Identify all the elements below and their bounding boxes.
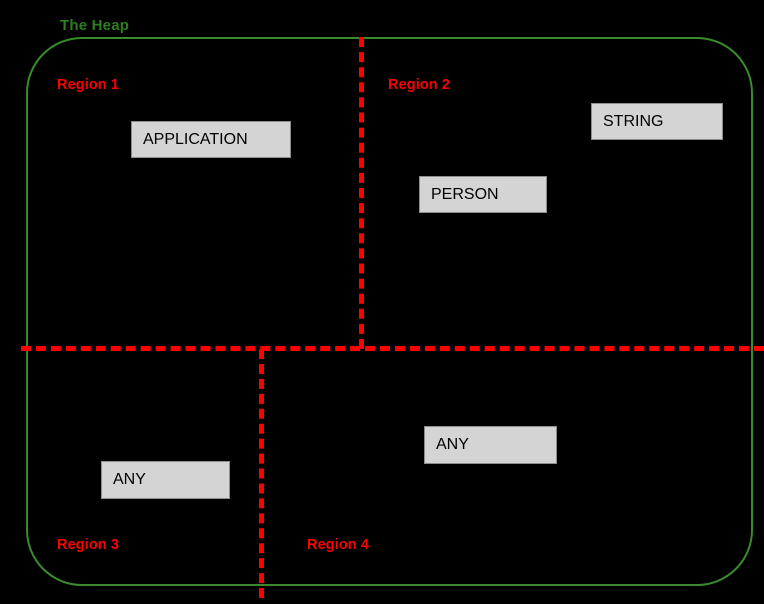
vertical-region-divider-top [359, 37, 364, 349]
object-box-person: PERSON [419, 176, 547, 213]
region-4-label: Region 4 [307, 537, 370, 553]
object-box-any-region-4: ANY [424, 426, 557, 464]
vertical-region-divider-bottom [259, 349, 264, 598]
region-1-label: Region 1 [57, 77, 120, 93]
object-box-any-region-3: ANY [101, 461, 230, 499]
heap-boundary [26, 37, 753, 586]
region-3-label: Region 3 [57, 537, 120, 553]
region-2-label: Region 2 [388, 77, 451, 93]
object-box-application: APPLICATION [131, 121, 291, 158]
heap-title-label: The Heap [60, 17, 130, 34]
horizontal-region-divider [21, 346, 764, 351]
object-box-string: STRING [591, 103, 723, 140]
